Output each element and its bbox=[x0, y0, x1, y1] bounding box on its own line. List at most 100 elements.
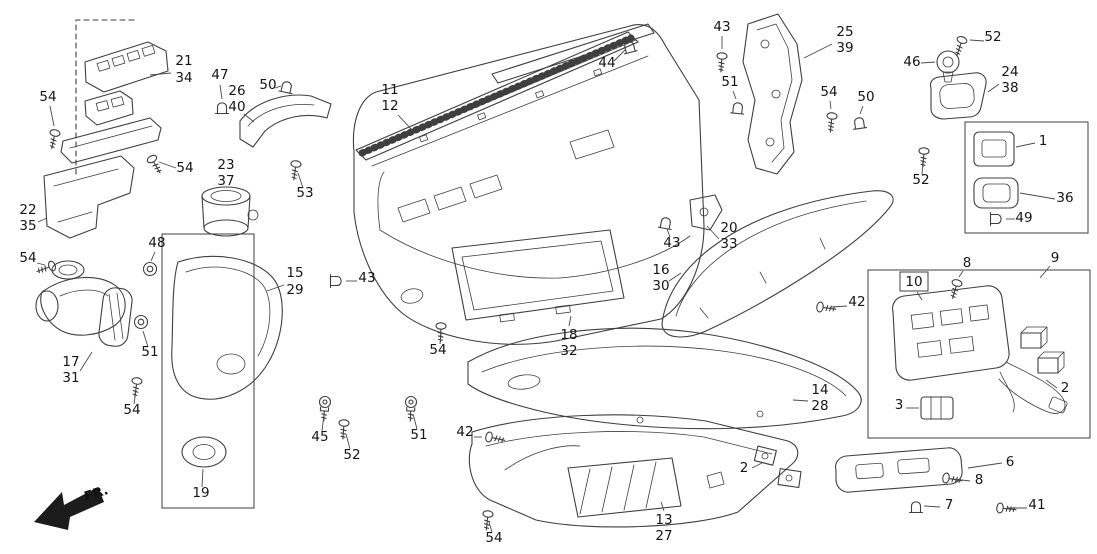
part-number-51: 51 bbox=[410, 427, 427, 443]
grommet-icon bbox=[142, 261, 158, 277]
leader-line bbox=[133, 389, 137, 405]
leader-line bbox=[488, 521, 493, 533]
fr-direction-arrow: FR. bbox=[34, 483, 110, 530]
screw-icon bbox=[824, 111, 838, 133]
part-number-46: 46 bbox=[903, 54, 920, 70]
clip-icon bbox=[657, 216, 674, 231]
part-number-6: 6 bbox=[1006, 454, 1015, 470]
leader-line bbox=[920, 61, 936, 64]
leader-line bbox=[967, 462, 1003, 469]
part-number-11: 11 bbox=[381, 82, 398, 98]
switch-2-art bbox=[1020, 326, 1065, 374]
pocket-lid-art bbox=[451, 229, 625, 323]
part-number-18: 18 bbox=[560, 327, 577, 343]
part-number-41: 41 bbox=[1028, 497, 1045, 513]
part-number-12: 12 bbox=[381, 98, 398, 114]
clip-icon bbox=[730, 101, 746, 115]
leader-line bbox=[158, 161, 177, 169]
leader-line bbox=[859, 105, 864, 115]
part-number-54: 54 bbox=[19, 250, 36, 266]
bracket-25-39-outline bbox=[742, 13, 803, 175]
part-number-34: 34 bbox=[175, 70, 192, 86]
leader-line bbox=[829, 100, 832, 110]
part-number-2: 2 bbox=[740, 460, 749, 476]
speaker-19-outline bbox=[181, 436, 227, 468]
door-opening-trim-art bbox=[661, 190, 894, 338]
screw-icon bbox=[480, 509, 494, 531]
part-number-45: 45 bbox=[311, 429, 328, 445]
part-number-53: 53 bbox=[296, 185, 313, 201]
leader-line bbox=[219, 84, 223, 100]
clip-icon bbox=[329, 273, 342, 289]
leader-line bbox=[952, 478, 971, 482]
part-number-27: 27 bbox=[655, 528, 672, 544]
part-number-7: 7 bbox=[945, 497, 954, 513]
leader-line bbox=[958, 270, 964, 278]
leader-line bbox=[660, 501, 665, 512]
switch-1-outline bbox=[973, 131, 1015, 167]
assembly-group-box bbox=[867, 269, 1091, 439]
leader-line bbox=[1019, 192, 1056, 200]
part-number-40: 40 bbox=[228, 99, 245, 115]
part-number-25: 25 bbox=[836, 24, 853, 40]
leader-line bbox=[142, 330, 149, 348]
leader-line bbox=[79, 351, 93, 372]
leader-line bbox=[345, 433, 351, 450]
part-number-51: 51 bbox=[721, 74, 738, 90]
rear-bracket-art bbox=[742, 13, 803, 175]
lower-panel-art bbox=[468, 414, 799, 528]
fr-arrow-icon bbox=[34, 487, 104, 530]
part-number-29: 29 bbox=[286, 282, 303, 298]
grille-outline bbox=[98, 287, 133, 347]
screw-icon bbox=[484, 430, 507, 446]
leader-line bbox=[969, 39, 985, 42]
part-number-50: 50 bbox=[259, 77, 276, 93]
leader-line bbox=[732, 90, 737, 100]
leader-line bbox=[150, 251, 156, 262]
latch-20-33-art bbox=[689, 194, 723, 231]
part-number-52: 52 bbox=[343, 447, 360, 463]
part-number-16: 16 bbox=[652, 262, 669, 278]
part-number-20: 20 bbox=[720, 220, 737, 236]
part-number-50: 50 bbox=[857, 89, 874, 105]
rear-switch-panel-art bbox=[835, 447, 963, 493]
trim-16-30-outline bbox=[661, 190, 894, 338]
part-number-39: 39 bbox=[836, 40, 853, 56]
grommet-icon bbox=[133, 314, 149, 330]
switch-group-box bbox=[964, 121, 1089, 234]
part-number-2: 2 bbox=[1061, 380, 1070, 396]
panel-6-outline bbox=[835, 447, 963, 493]
upper-left-garnish-art bbox=[43, 19, 169, 239]
part-number-38: 38 bbox=[1001, 80, 1018, 96]
part-number-1: 1 bbox=[1039, 133, 1048, 149]
leader-line bbox=[666, 228, 671, 238]
door-molding-art bbox=[355, 23, 655, 161]
leader-line bbox=[321, 413, 325, 432]
leader-line bbox=[751, 462, 763, 469]
leader-line bbox=[668, 272, 682, 282]
part-number-8: 8 bbox=[963, 255, 972, 271]
part-number-54: 54 bbox=[123, 402, 140, 418]
screw-icon bbox=[337, 418, 350, 440]
bolt-icon bbox=[404, 395, 418, 422]
panel-13-27-outline bbox=[468, 414, 799, 528]
part-number-14: 14 bbox=[811, 382, 828, 398]
part-number-37: 37 bbox=[217, 173, 234, 189]
leader-line bbox=[49, 105, 55, 127]
leader-line bbox=[266, 284, 285, 292]
leader-line bbox=[923, 505, 941, 508]
part-number-24: 24 bbox=[1001, 64, 1018, 80]
part-number-54: 54 bbox=[39, 89, 56, 105]
part-number-26: 26 bbox=[228, 83, 245, 99]
screw-icon bbox=[715, 51, 728, 73]
tweeter-group-box bbox=[161, 233, 255, 509]
molding-top-outline bbox=[491, 23, 655, 84]
part-number-42: 42 bbox=[456, 424, 473, 440]
leader-line bbox=[201, 468, 204, 488]
bezel-36-outline bbox=[973, 177, 1019, 209]
part-number-8: 8 bbox=[975, 472, 984, 488]
latch-bracket-art bbox=[706, 445, 802, 489]
front-switch-box-art bbox=[964, 121, 1089, 234]
